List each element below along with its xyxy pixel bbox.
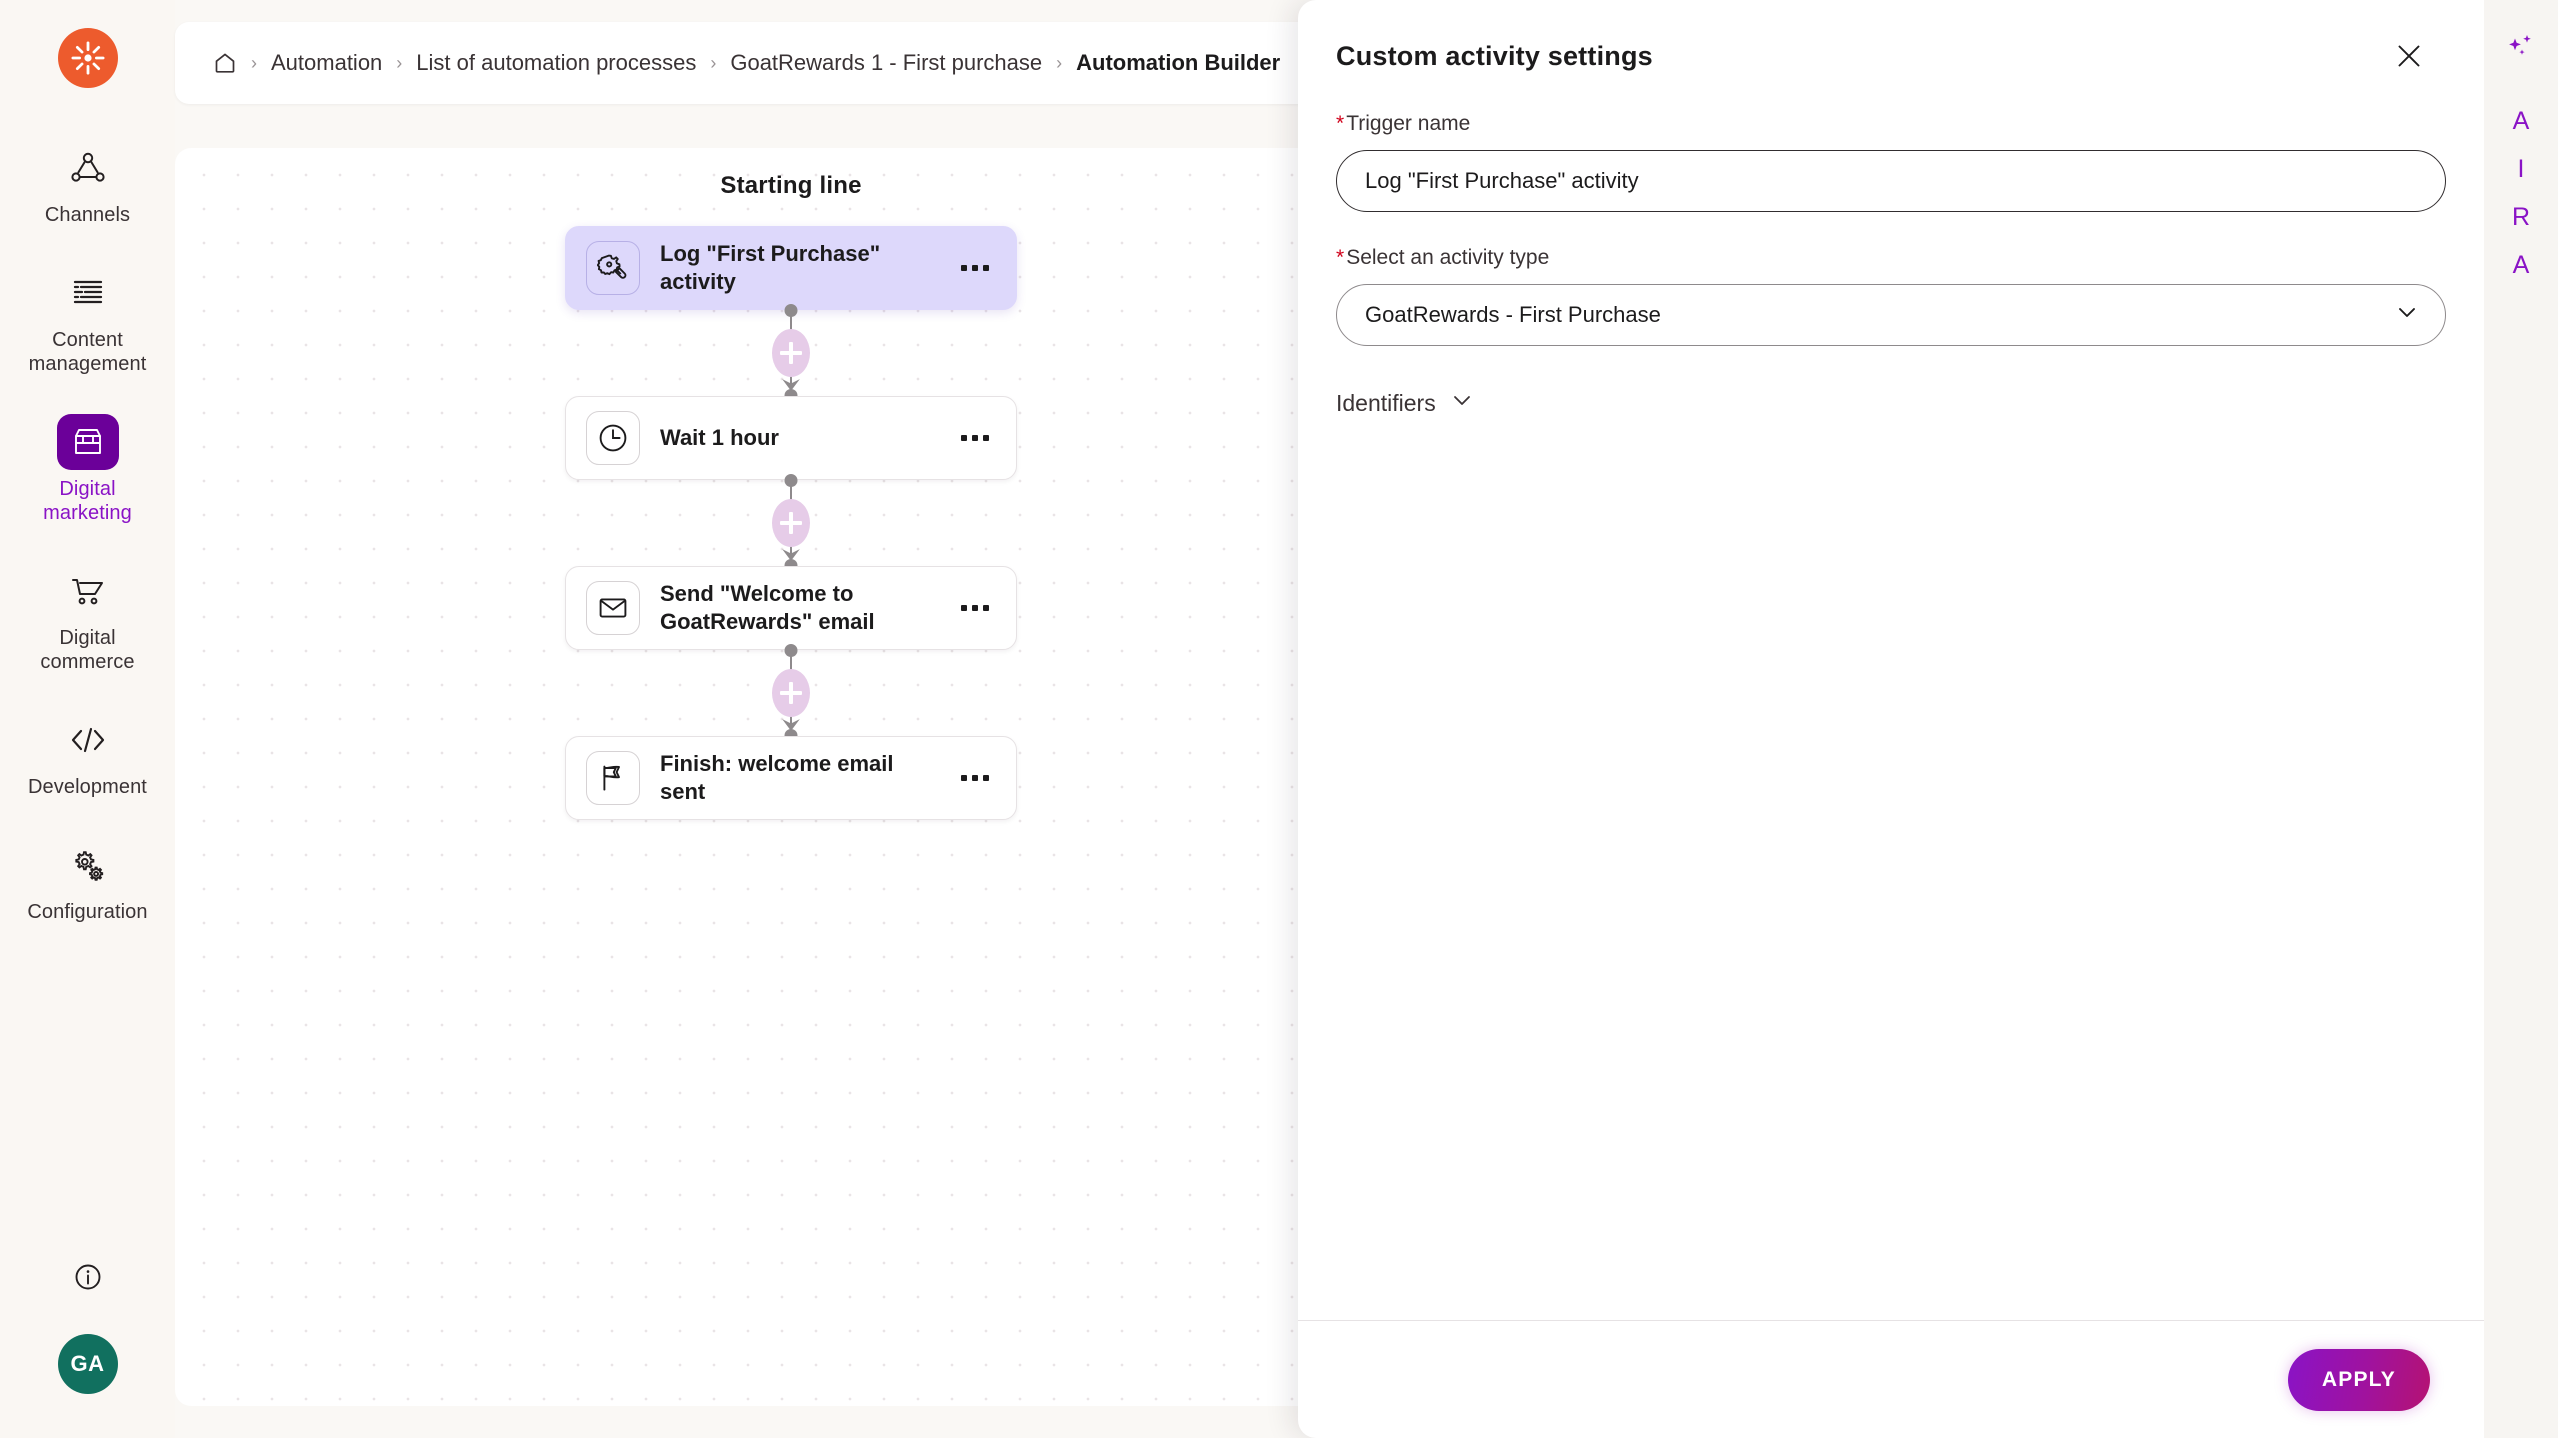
required-mark: * bbox=[1336, 246, 1344, 269]
panel-body: *Trigger name *Select an activity type G… bbox=[1298, 112, 2484, 1320]
plus-icon[interactable] bbox=[772, 669, 810, 717]
channels-network-icon bbox=[57, 140, 119, 196]
sidebar-item-content-management[interactable]: Content management bbox=[0, 265, 175, 376]
flow-node-title: Log "First Purchase" activity bbox=[660, 240, 954, 296]
connector-dot bbox=[785, 474, 798, 487]
sidebar-item-label: Digital commerce bbox=[13, 626, 163, 674]
breadcrumb-separator: › bbox=[710, 53, 716, 74]
ellipsis-icon[interactable] bbox=[954, 247, 996, 289]
sunburst-logo-icon[interactable] bbox=[58, 28, 118, 88]
sidebar-footer: GA bbox=[0, 1256, 175, 1438]
aira-letter: A bbox=[2513, 241, 2530, 289]
aira-rail: A I R A bbox=[2484, 0, 2558, 1438]
activity-type-value: GoatRewards - First Purchase bbox=[1365, 302, 1661, 328]
ellipsis-icon[interactable] bbox=[954, 587, 996, 629]
sidebar-nav: Channels Content management bbox=[0, 140, 175, 962]
identifiers-accordion[interactable]: Identifiers bbox=[1336, 388, 1474, 418]
aira-letter: R bbox=[2512, 193, 2530, 241]
flow-connector-2 bbox=[565, 480, 1017, 566]
breadcrumb-separator: › bbox=[1056, 53, 1062, 74]
main-sidebar: Channels Content management bbox=[0, 0, 175, 1438]
sidebar-item-configuration[interactable]: Configuration bbox=[0, 837, 175, 924]
panel-header: Custom activity settings bbox=[1298, 0, 2484, 112]
flow-node-title: Wait 1 hour bbox=[660, 424, 954, 452]
chevron-down-icon bbox=[2395, 300, 2419, 330]
sidebar-item-label: Channels bbox=[45, 203, 130, 227]
code-brackets-icon bbox=[57, 712, 119, 768]
flow-connector-3 bbox=[565, 650, 1017, 736]
panel-footer: APPLY bbox=[1298, 1320, 2484, 1438]
storefront-icon bbox=[57, 414, 119, 470]
breadcrumb-separator: › bbox=[396, 53, 402, 74]
custom-activity-settings-panel: Custom activity settings *Trigger name *… bbox=[1298, 0, 2484, 1438]
flow-connector-1 bbox=[565, 310, 1017, 396]
shopping-cart-icon bbox=[57, 563, 119, 619]
required-mark: * bbox=[1336, 112, 1344, 135]
identifiers-label: Identifiers bbox=[1336, 390, 1436, 417]
info-circle-icon[interactable] bbox=[67, 1256, 109, 1298]
ellipsis-icon[interactable] bbox=[954, 757, 996, 799]
clock-icon bbox=[586, 411, 640, 465]
activity-type-label: *Select an activity type bbox=[1336, 246, 2446, 270]
ellipsis-icon[interactable] bbox=[954, 417, 996, 459]
flow-node-log-first-purchase[interactable]: Log "First Purchase" activity bbox=[565, 226, 1017, 310]
flow-node-wait-1-hour[interactable]: Wait 1 hour bbox=[565, 396, 1017, 480]
sidebar-item-label: Content management bbox=[13, 328, 163, 376]
sidebar-item-development[interactable]: Development bbox=[0, 712, 175, 799]
flow-node-finish-welcome-email-sent[interactable]: Finish: welcome email sent bbox=[565, 736, 1017, 820]
sidebar-item-label: Digital marketing bbox=[13, 477, 163, 525]
close-icon[interactable] bbox=[2386, 33, 2432, 79]
avatar[interactable]: GA bbox=[58, 1334, 118, 1394]
sidebar-item-digital-commerce[interactable]: Digital commerce bbox=[0, 563, 175, 674]
aira-letter: A bbox=[2513, 97, 2530, 145]
chevron-down-icon bbox=[1450, 388, 1474, 418]
breadcrumb-item-list-of-automation-processes[interactable]: List of automation processes bbox=[416, 50, 696, 76]
connector-dot bbox=[785, 644, 798, 657]
automation-flow: Starting line Log "First Purchase" activ… bbox=[565, 172, 1017, 820]
sparkles-icon[interactable] bbox=[2504, 32, 2538, 71]
trigger-name-label: *Trigger name bbox=[1336, 112, 2446, 136]
plus-icon[interactable] bbox=[772, 329, 810, 377]
activity-type-select[interactable]: GoatRewards - First Purchase bbox=[1336, 284, 2446, 346]
flow-node-send-welcome-email[interactable]: Send "Welcome to GoatRewards" email bbox=[565, 566, 1017, 650]
sidebar-item-channels[interactable]: Channels bbox=[0, 140, 175, 227]
activity-type-field: *Select an activity type GoatRewards - F… bbox=[1336, 246, 2446, 346]
breadcrumb-item-automation[interactable]: Automation bbox=[271, 50, 382, 76]
field-label-text: Trigger name bbox=[1346, 112, 1470, 135]
gear-pencil-icon bbox=[586, 241, 640, 295]
field-label-text: Select an activity type bbox=[1346, 246, 1549, 269]
trigger-name-field: *Trigger name bbox=[1336, 112, 2446, 212]
sidebar-item-digital-marketing[interactable]: Digital marketing bbox=[0, 414, 175, 525]
aira-letter: I bbox=[2518, 145, 2525, 193]
sidebar-item-label: Configuration bbox=[27, 900, 147, 924]
flow-node-title: Finish: welcome email sent bbox=[660, 750, 954, 806]
breadcrumb-item-automation-builder: Automation Builder bbox=[1076, 50, 1280, 76]
flag-icon bbox=[586, 751, 640, 805]
apply-button[interactable]: APPLY bbox=[2288, 1349, 2430, 1411]
breadcrumb-separator: › bbox=[251, 53, 257, 74]
connector-dot bbox=[785, 304, 798, 317]
flow-node-title: Send "Welcome to GoatRewards" email bbox=[660, 580, 954, 636]
sidebar-item-label: Development bbox=[28, 775, 147, 799]
content-lines-icon bbox=[57, 265, 119, 321]
gears-icon bbox=[57, 837, 119, 893]
starting-line-label: Starting line bbox=[565, 172, 1017, 200]
panel-title: Custom activity settings bbox=[1336, 41, 1653, 72]
home-icon[interactable] bbox=[213, 51, 237, 75]
plus-icon[interactable] bbox=[772, 499, 810, 547]
envelope-icon bbox=[586, 581, 640, 635]
trigger-name-input[interactable] bbox=[1336, 150, 2446, 212]
breadcrumb-item-goatrewards-1-first-purchase[interactable]: GoatRewards 1 - First purchase bbox=[730, 50, 1042, 76]
aira-label[interactable]: A I R A bbox=[2512, 97, 2530, 289]
